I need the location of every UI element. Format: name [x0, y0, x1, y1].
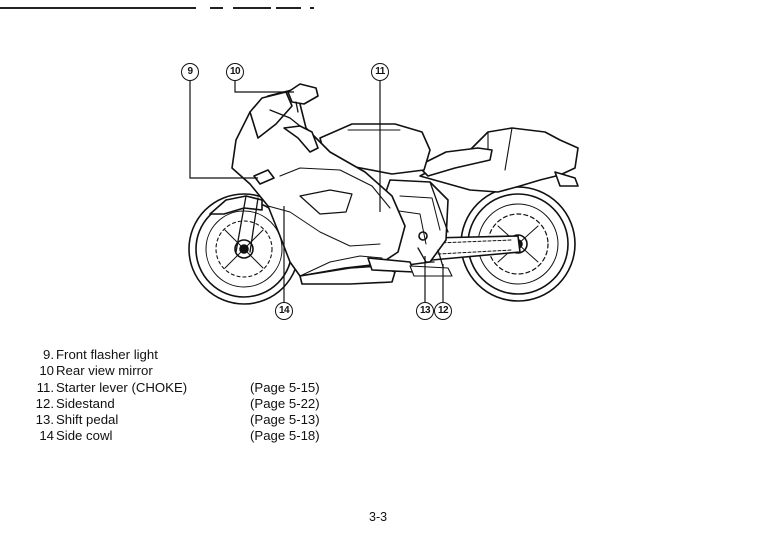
- legend-item-number: 13.: [35, 412, 54, 428]
- legend-item-name: Starter lever (CHOKE): [56, 379, 188, 395]
- callout-12: 12: [434, 302, 452, 320]
- callout-14: 14: [275, 302, 293, 320]
- legend-item-page: (Page 5-22): [250, 395, 320, 411]
- legend-item-name: Side cowl: [56, 428, 113, 444]
- legend-item-page: (Page 5-15): [250, 379, 320, 395]
- leader-9: [189, 81, 258, 179]
- legend-item-number: 11.: [36, 379, 54, 395]
- callout-10: 10: [226, 63, 244, 81]
- legend-item-page: (Page 5-18): [250, 428, 320, 444]
- legend-item-name: Front flasher light: [56, 347, 158, 362]
- leader-10: [234, 81, 294, 93]
- legend-item-number: 10: [39, 363, 54, 379]
- legend-item-page: (Page 5-13): [250, 412, 320, 428]
- page-number: 3-3: [369, 510, 388, 524]
- legend-item-name: Shift pedal: [56, 412, 119, 428]
- callout-11: 11: [371, 63, 389, 81]
- callout-9: 9: [181, 63, 199, 81]
- callout-13: 13: [416, 302, 434, 320]
- legend-item-number: 12.: [35, 395, 54, 411]
- legend-item-number: 14: [39, 428, 54, 444]
- legend-item-name: Sidestand: [56, 395, 115, 411]
- legend-item-name: Rear view mirror: [56, 363, 153, 379]
- legend-item-number: 9.: [43, 347, 54, 362]
